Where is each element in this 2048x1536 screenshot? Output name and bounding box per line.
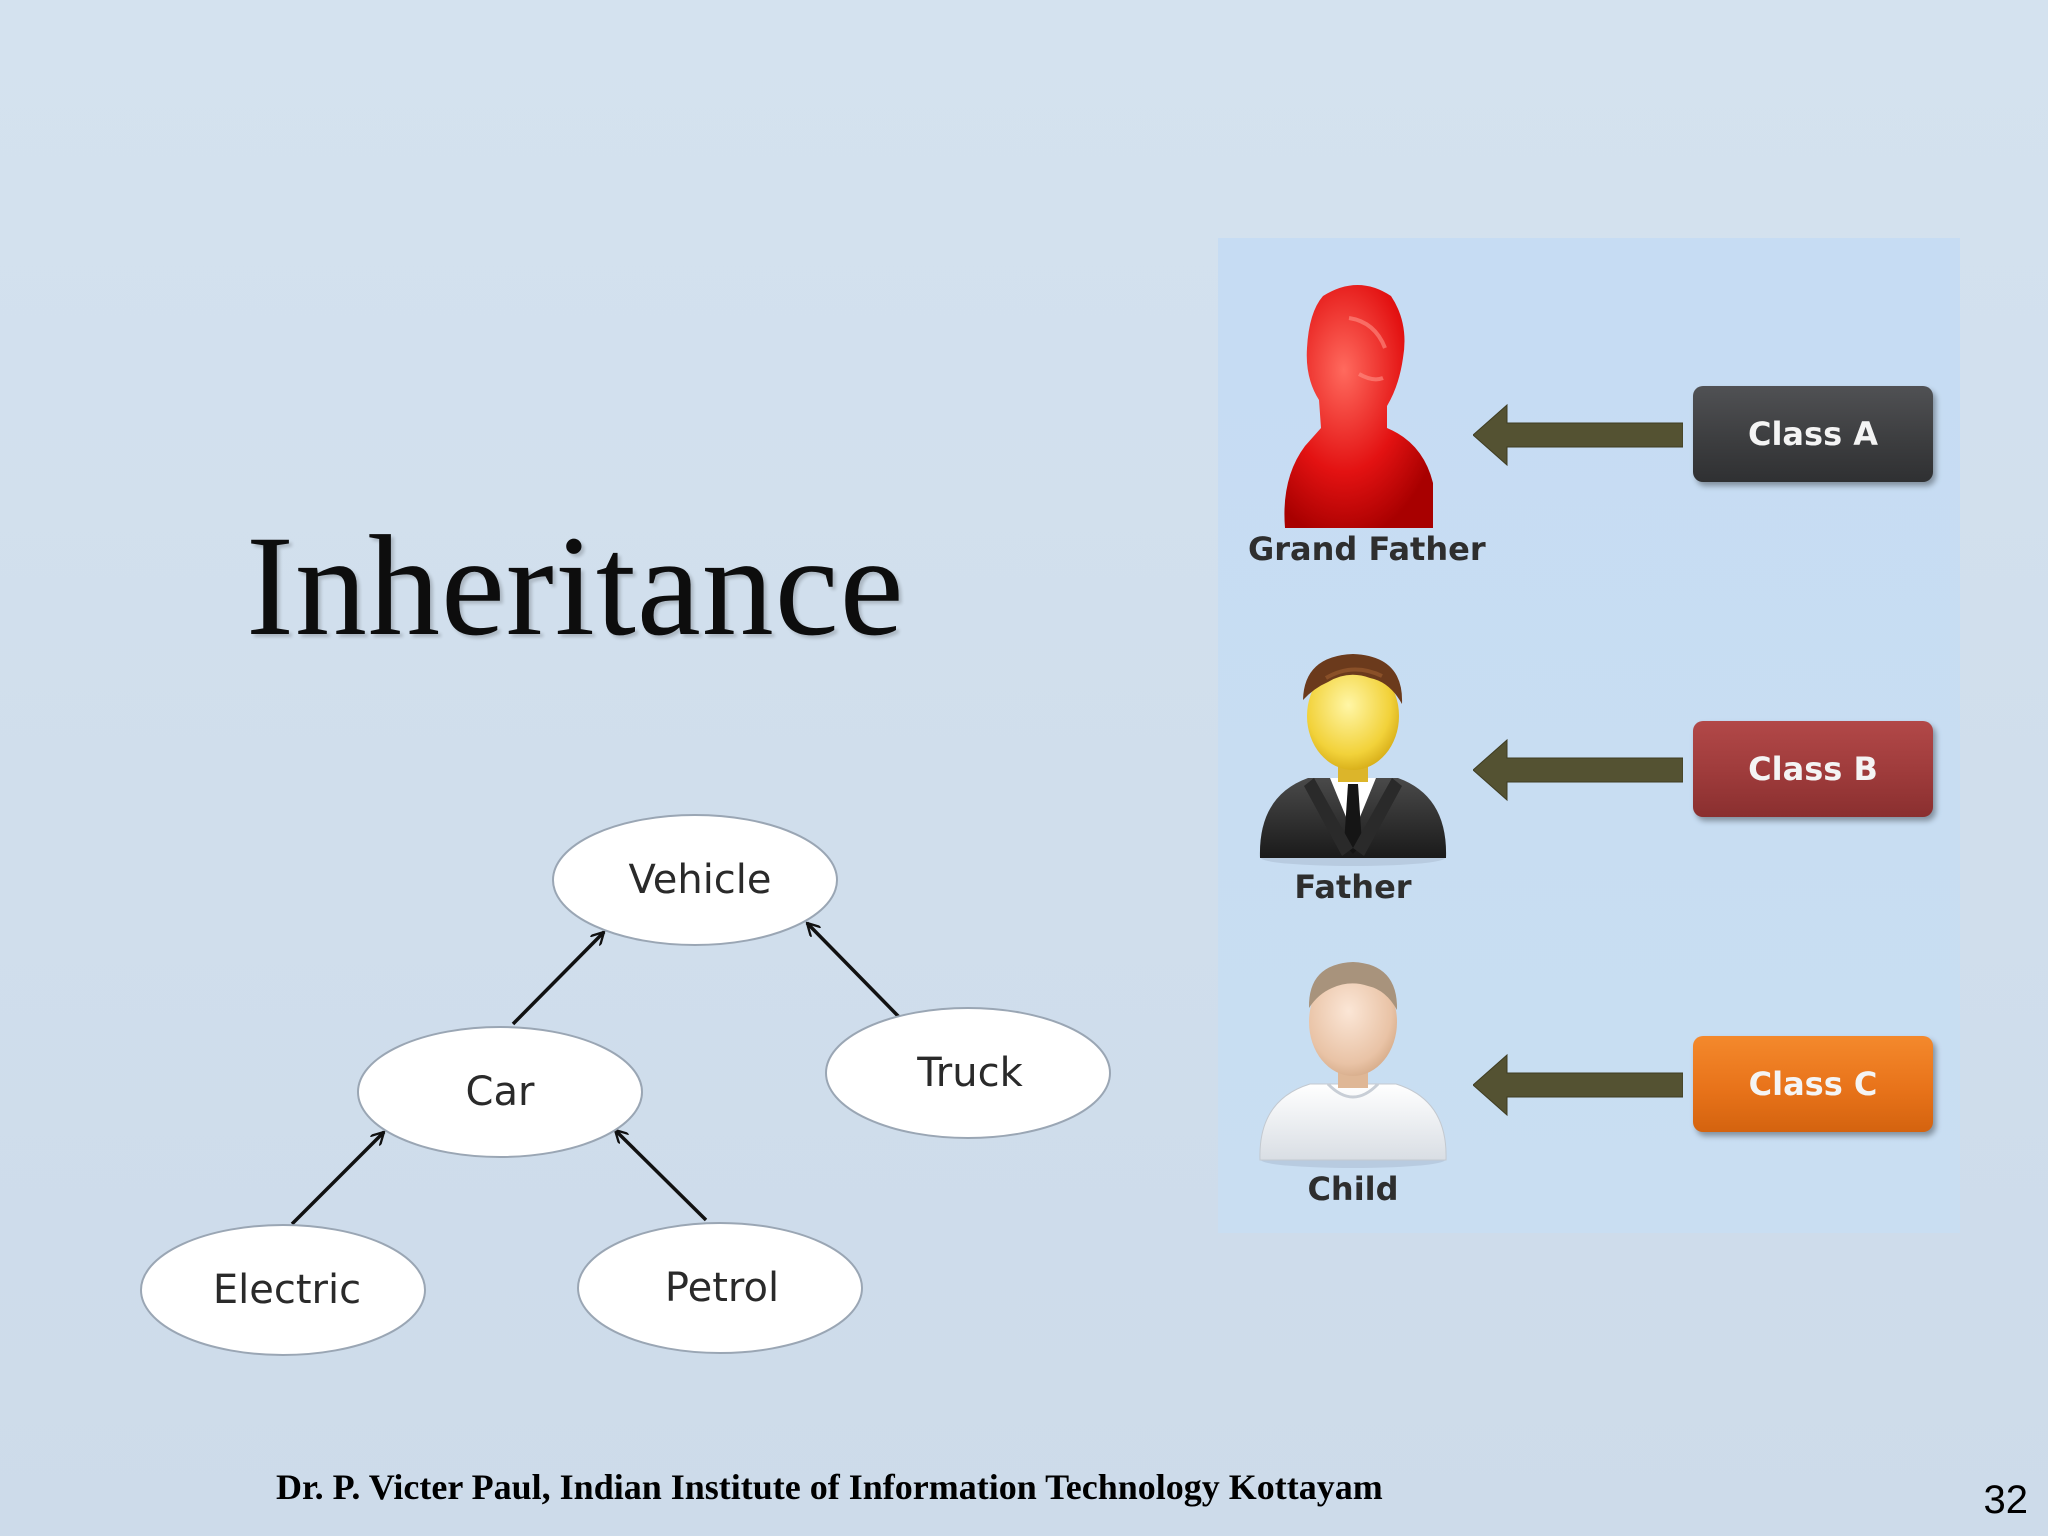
arrow-left-icon xyxy=(1473,403,1683,467)
person-label-father: Father xyxy=(1294,868,1412,906)
node-label-truck: Truck xyxy=(916,1050,1023,1096)
node-label-electric: Electric xyxy=(213,1267,361,1313)
edge-petrol-car xyxy=(615,1130,708,1222)
edge-car-vehicle xyxy=(511,932,604,1026)
child-icon xyxy=(1259,962,1447,1168)
tree-node-petrol: Petrol xyxy=(577,1222,863,1354)
grand-father-figure: Grand Father xyxy=(1248,278,1486,568)
suited-man-icon xyxy=(1259,654,1447,866)
arrow-left-icon xyxy=(1473,738,1683,802)
page-number: 32 xyxy=(1983,1478,2029,1522)
slide-footer: Dr. P. Victer Paul, Indian Institute of … xyxy=(276,1467,1383,1507)
tree-node-electric: Electric xyxy=(140,1224,426,1356)
arrow-left-icon xyxy=(1473,1053,1683,1117)
class-a-label: Class A xyxy=(1747,415,1879,453)
person-label-grand-father: Grand Father xyxy=(1248,530,1486,568)
class-b-box: Class B xyxy=(1693,721,1933,817)
class-a-box: Class A xyxy=(1693,386,1933,482)
child-figure: Child xyxy=(1248,950,1458,1208)
edge-electric-car xyxy=(290,1132,384,1226)
tree-node-truck: Truck xyxy=(825,1007,1111,1139)
node-label-petrol: Petrol xyxy=(665,1265,779,1311)
tree-node-car: Car xyxy=(357,1026,643,1158)
tree-edges xyxy=(290,923,901,1226)
node-label-car: Car xyxy=(466,1069,535,1115)
father-figure: Father xyxy=(1248,648,1458,906)
red-bust-icon xyxy=(1284,285,1433,528)
edge-truck-vehicle xyxy=(807,923,901,1019)
class-c-label: Class C xyxy=(1748,1065,1878,1103)
class-b-label: Class B xyxy=(1748,750,1878,788)
slide-title: Inheritance xyxy=(246,507,905,666)
class-c-box: Class C xyxy=(1693,1036,1933,1132)
node-label-vehicle: Vehicle xyxy=(628,857,771,903)
class-hierarchy-panel: Grand Father Class A xyxy=(1218,238,1960,1233)
person-label-child: Child xyxy=(1307,1170,1399,1208)
tree-node-vehicle: Vehicle xyxy=(552,814,838,946)
